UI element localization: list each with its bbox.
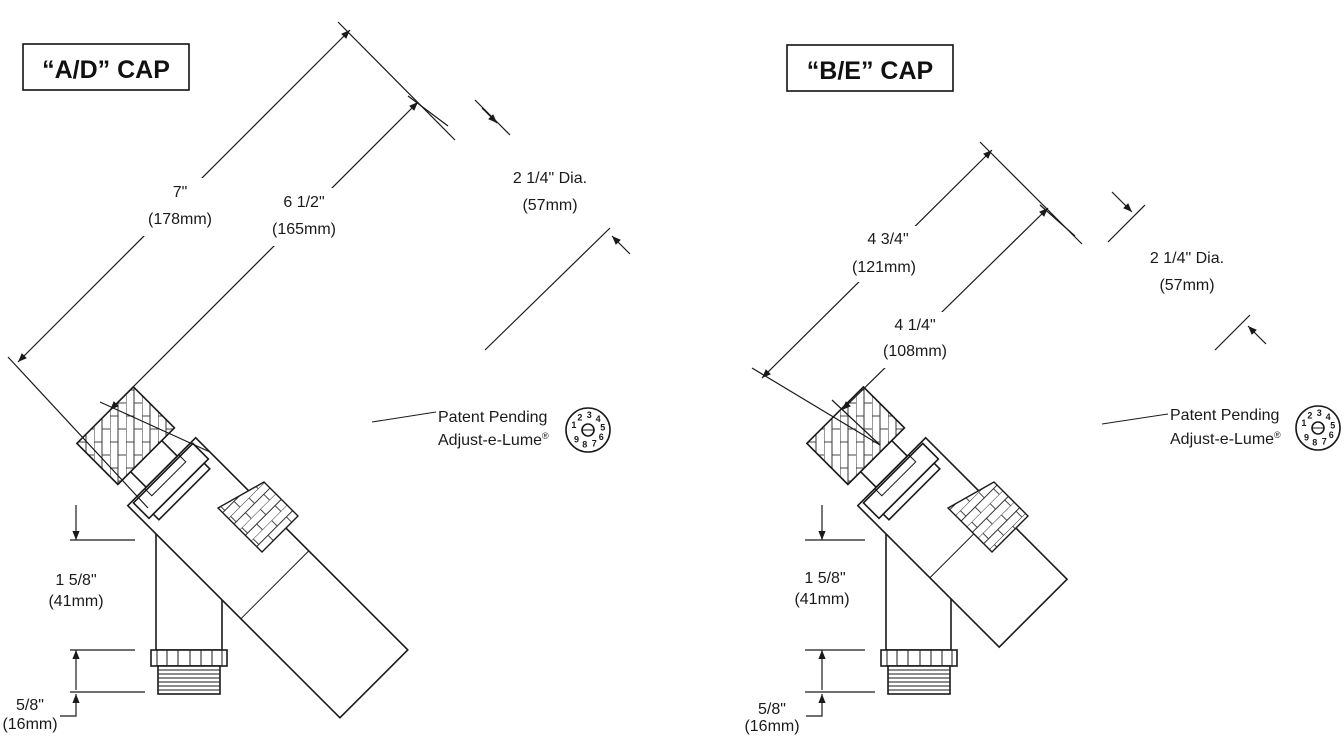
svg-text:(16mm): (16mm) bbox=[744, 718, 799, 735]
dial-digit: 8 bbox=[1312, 438, 1317, 448]
ad-dim-thread: 5/8" (16mm) bbox=[2, 691, 145, 733]
svg-text:2 1/4" Dia.: 2 1/4" Dia. bbox=[513, 170, 587, 187]
dial-digit: 5 bbox=[600, 422, 605, 432]
svg-text:5/8": 5/8" bbox=[16, 697, 44, 714]
svg-text:6 1/2": 6 1/2" bbox=[283, 194, 324, 211]
dial-digit: 4 bbox=[1326, 412, 1331, 422]
dial-digit: 6 bbox=[599, 432, 604, 442]
svg-text:Adjust-e-Lume®: Adjust-e-Lume® bbox=[1170, 430, 1281, 448]
dial-digit: 9 bbox=[1304, 433, 1309, 443]
be-cap-title: “B/E” CAP bbox=[807, 57, 933, 85]
svg-text:2 1/4" Dia.: 2 1/4" Dia. bbox=[1150, 250, 1224, 267]
svg-text:(178mm): (178mm) bbox=[148, 211, 212, 228]
dial-digit: 3 bbox=[1317, 408, 1322, 418]
ad-dim-overall: 7" (178mm) bbox=[7, 21, 456, 509]
dial-digit: 5 bbox=[1330, 420, 1335, 430]
svg-text:Adjust-e-Lume®: Adjust-e-Lume® bbox=[438, 431, 549, 449]
dial-digit: 1 bbox=[1301, 418, 1306, 428]
svg-text:7": 7" bbox=[173, 184, 188, 201]
svg-text:(16mm): (16mm) bbox=[2, 716, 57, 733]
dial-digit: 2 bbox=[577, 412, 582, 422]
dial-digit: 2 bbox=[1307, 410, 1312, 420]
svg-text:(165mm): (165mm) bbox=[272, 221, 336, 238]
dial-digit: 6 bbox=[1329, 430, 1334, 440]
svg-text:(57mm): (57mm) bbox=[522, 197, 577, 214]
svg-text:1 5/8": 1 5/8" bbox=[55, 572, 96, 589]
be-cap-title-box bbox=[786, 44, 954, 92]
dial-digit: 9 bbox=[574, 435, 579, 445]
svg-text:1 5/8": 1 5/8" bbox=[804, 570, 845, 587]
svg-text:Patent Pending: Patent Pending bbox=[1170, 407, 1279, 424]
be-dim-overall: 4 3/4" (121mm) bbox=[751, 141, 1083, 446]
ad-dim-inner: 6 1/2" (165mm) bbox=[99, 95, 449, 453]
dial-digit: 8 bbox=[582, 440, 587, 450]
svg-text:(57mm): (57mm) bbox=[1159, 277, 1214, 294]
dial-digit: 1 bbox=[571, 420, 576, 430]
dial-digit: 7 bbox=[592, 439, 597, 449]
be-dim-inner: 4 1/4" (108mm) bbox=[831, 204, 1076, 446]
svg-text:4 3/4": 4 3/4" bbox=[867, 231, 908, 248]
be-dim-thread: 5/8" (16mm) bbox=[744, 691, 875, 735]
dial-digit: 4 bbox=[596, 414, 601, 424]
be-head bbox=[805, 385, 1069, 649]
dial-digit: 7 bbox=[1322, 437, 1327, 447]
ad-cap-drawing: “A/D” CAP 7" bbox=[2, 21, 631, 733]
ad-dim-diameter: 2 1/4" Dia. (57mm) bbox=[474, 99, 631, 351]
ad-dim-stem: 1 5/8" (41mm) bbox=[48, 505, 135, 690]
be-dim-stem: 1 5/8" (41mm) bbox=[794, 505, 865, 690]
svg-text:(108mm): (108mm) bbox=[883, 343, 947, 360]
svg-text:4 1/4": 4 1/4" bbox=[894, 317, 935, 334]
svg-text:(41mm): (41mm) bbox=[794, 591, 849, 608]
svg-text:(121mm): (121mm) bbox=[852, 259, 916, 276]
svg-text:Patent Pending: Patent Pending bbox=[438, 409, 547, 426]
ad-cap-title: “A/D” CAP bbox=[42, 56, 170, 84]
svg-text:(41mm): (41mm) bbox=[48, 593, 103, 610]
be-cap-drawing: “B/E” CAP 4 3/4" (121mm) bbox=[744, 44, 1341, 735]
svg-text:5/8": 5/8" bbox=[758, 701, 786, 718]
be-dim-diameter: 2 1/4" Dia. (57mm) bbox=[1107, 191, 1267, 351]
ad-head bbox=[75, 385, 409, 719]
dial-digit: 3 bbox=[587, 410, 592, 420]
